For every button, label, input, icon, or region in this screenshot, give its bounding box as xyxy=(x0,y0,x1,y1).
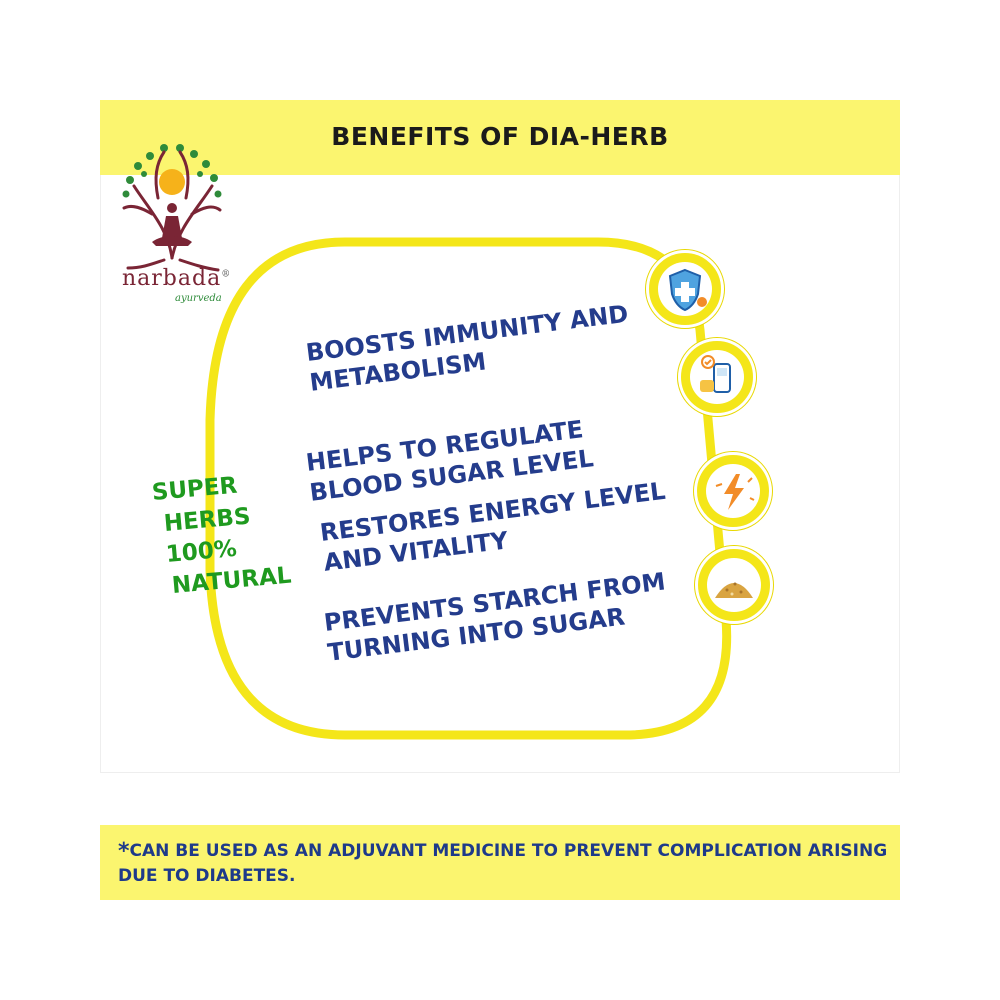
natural-tagline: SUPER HERBS 100% NATURAL xyxy=(151,473,322,602)
footer-banner xyxy=(100,825,900,900)
page-title: BENEFITS OF DIA-HERB xyxy=(331,122,669,151)
brand-subtitle: ayurveda xyxy=(175,293,222,304)
shield-cross-icon xyxy=(646,250,724,328)
brand-logo xyxy=(108,138,236,308)
tree-meditation-icon xyxy=(122,144,222,272)
header-banner xyxy=(100,100,900,175)
footer-note: *CAN BE USED AS AN ADJUVANT MEDICINE TO … xyxy=(118,839,888,887)
brand-name: narbada® xyxy=(122,266,232,291)
lightning-icon xyxy=(694,452,772,530)
starch-pile-icon xyxy=(695,546,773,624)
glucose-meter-icon xyxy=(678,338,756,416)
